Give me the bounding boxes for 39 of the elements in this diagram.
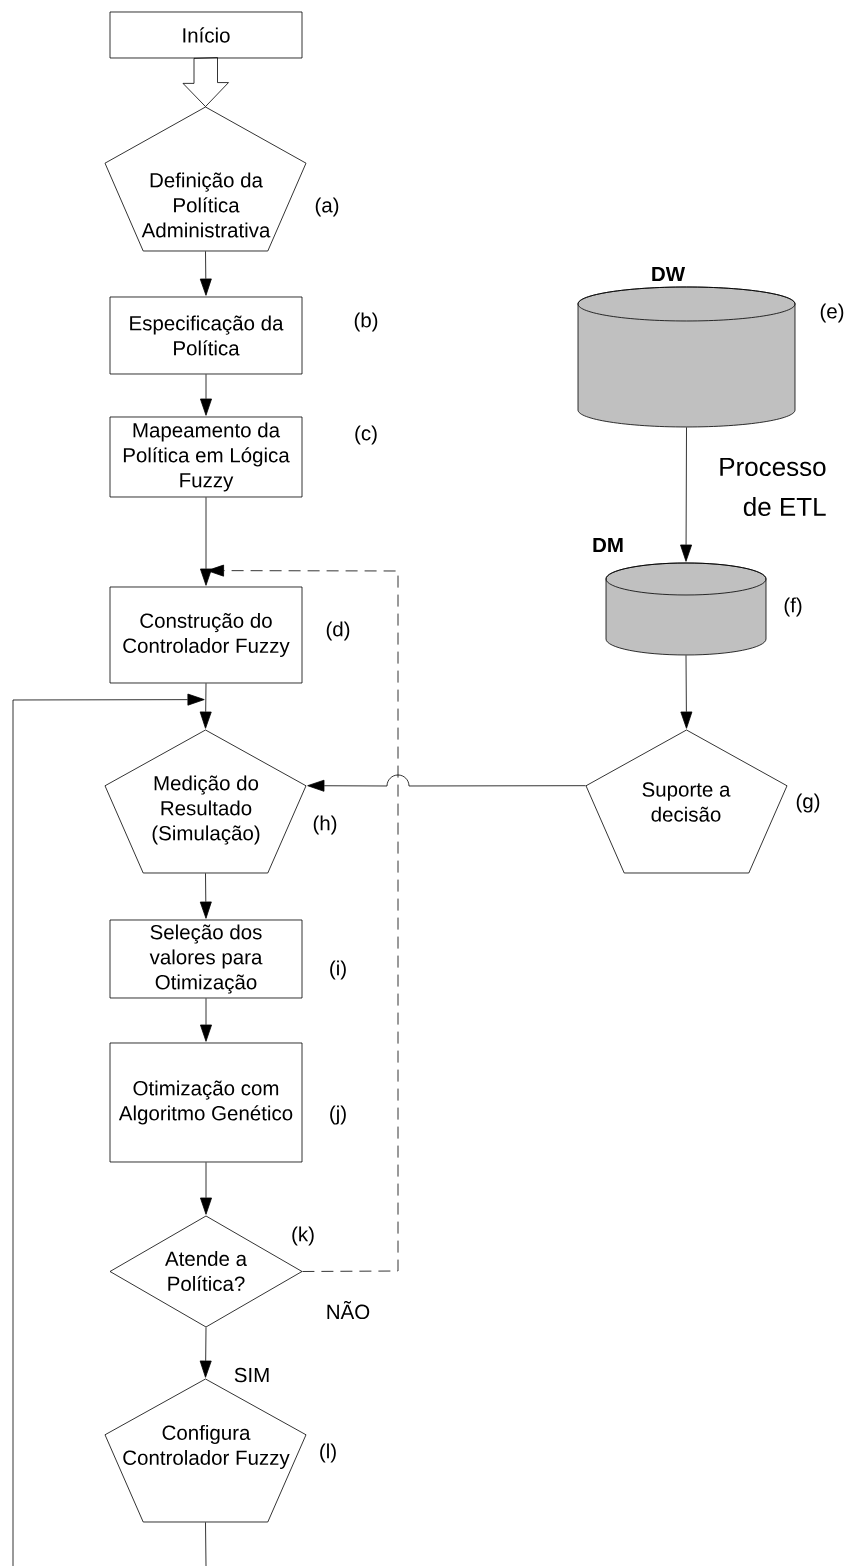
step-letter: (d) — [326, 621, 350, 641]
arrow — [200, 1162, 212, 1215]
step-letter: (h) — [313, 815, 337, 835]
edge-label: Processo de ETL — [705, 456, 828, 518]
database-cylinder: DM — [593, 537, 767, 656]
arrow — [199, 873, 212, 919]
arrow — [200, 497, 212, 586]
step-letter: (i) — [330, 960, 346, 980]
process-box: Seleção dos valores para Otimização — [109, 919, 303, 999]
arrow — [200, 998, 212, 1042]
arrow — [200, 374, 212, 416]
arrow — [199, 251, 212, 296]
process-box: Especificação da Política — [109, 296, 303, 375]
step-letter: (j) — [330, 1105, 346, 1125]
step-letter: (e) — [820, 303, 844, 323]
pentagon-box: Definição da Política Administrativa — [104, 106, 307, 252]
database-cylinder: DW — [577, 266, 796, 428]
arrow — [199, 1327, 212, 1378]
step-letter: (f) — [784, 597, 802, 617]
arrow — [680, 655, 693, 729]
process-box: Construção do Controlador Fuzzy — [109, 586, 303, 684]
arrow — [199, 683, 212, 729]
process-box: Mapeamento da Política em Lógica Fuzzy — [109, 416, 303, 498]
arrow — [307, 774, 586, 792]
step-letter: (c) — [355, 425, 377, 445]
process-box: Início — [109, 11, 303, 59]
step-letter: (a) — [315, 197, 339, 217]
process-box: Otimização com Algoritmo Genético — [109, 1042, 303, 1163]
step-letter: (k) — [292, 1226, 314, 1246]
pentagon-box: Medição do Resultado (Simulação) — [104, 729, 307, 874]
pentagon-box: Suporte a decisão — [585, 729, 788, 874]
arrow — [680, 427, 692, 562]
step-letter: (b) — [354, 312, 378, 332]
step-letter: (l) — [320, 1443, 336, 1463]
arrow — [12, 693, 205, 1566]
block-arrow — [182, 57, 229, 107]
edge-label: NÃO — [324, 1299, 372, 1321]
step-letter: (g) — [796, 793, 820, 813]
connector-line — [205, 1522, 207, 1566]
